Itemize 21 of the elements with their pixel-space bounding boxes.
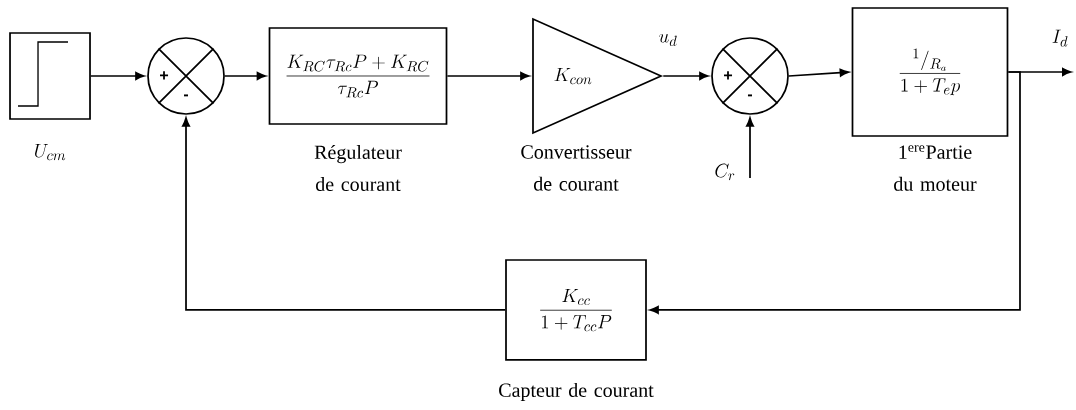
arrow [788, 68, 850, 77]
transfer-function-box: $\frac{K_{cc}}{1+T_{cc}P}$ [505, 259, 647, 361]
block-caption: Convertisseur de courant [521, 145, 632, 191]
arrow [446, 72, 530, 80]
transfer-function-box: $\frac{K_{RC}\tau_{Rc}P + K_{RC}}{\tau_{Rc}P}$ [268, 27, 448, 125]
arrow [662, 72, 709, 80]
arrow [182, 117, 506, 311]
block-caption: $U_{cm}$ [35, 144, 66, 161]
edge-label: $C_r$ [713, 162, 737, 182]
arrow [649, 71, 1021, 314]
summing-junction: + - [711, 37, 789, 115]
step-input-box [9, 32, 91, 120]
block-caption: Régulateur de courant [314, 144, 402, 192]
arrow [224, 72, 267, 80]
edge-label: $I_d$ [1050, 28, 1070, 48]
arrow [746, 117, 754, 179]
summing-junction: + - [147, 37, 225, 115]
arrow [90, 72, 145, 80]
transfer-function-box: $\frac{{}^{1}/_{R_a}}{1+T_e p}$ [851, 7, 1009, 137]
block-caption: 1$^{ere}$Partie du moteur [894, 145, 977, 191]
block-caption: Capteur de courant [499, 382, 654, 402]
